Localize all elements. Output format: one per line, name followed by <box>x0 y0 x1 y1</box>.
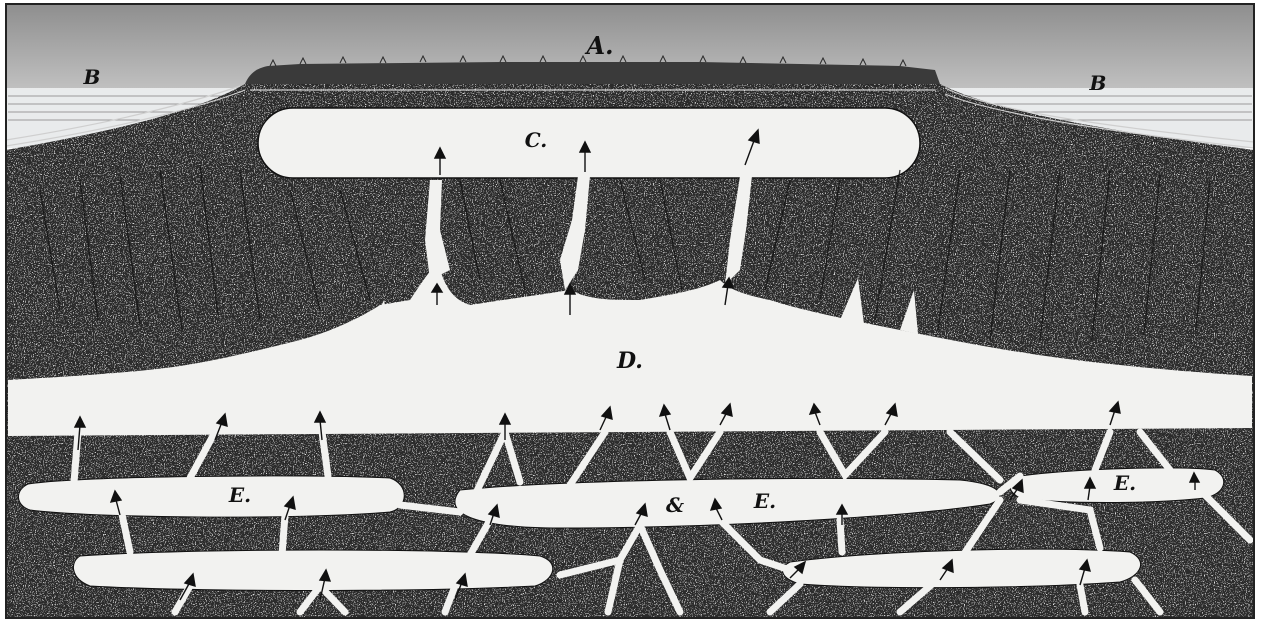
forest-surface <box>245 62 940 84</box>
label-e-left: E. <box>228 483 251 507</box>
label-a: A. <box>585 31 614 60</box>
label-amp: & <box>666 493 684 517</box>
label-b-right: B <box>1089 71 1107 95</box>
label-d: D. <box>616 348 643 374</box>
cavity-c <box>258 108 920 178</box>
cavity-lower-left <box>73 550 552 591</box>
label-c: C. <box>525 128 548 152</box>
label-e-middle: E. <box>753 489 776 513</box>
label-b-left: B <box>83 65 101 89</box>
label-e-right: E. <box>1113 471 1136 495</box>
